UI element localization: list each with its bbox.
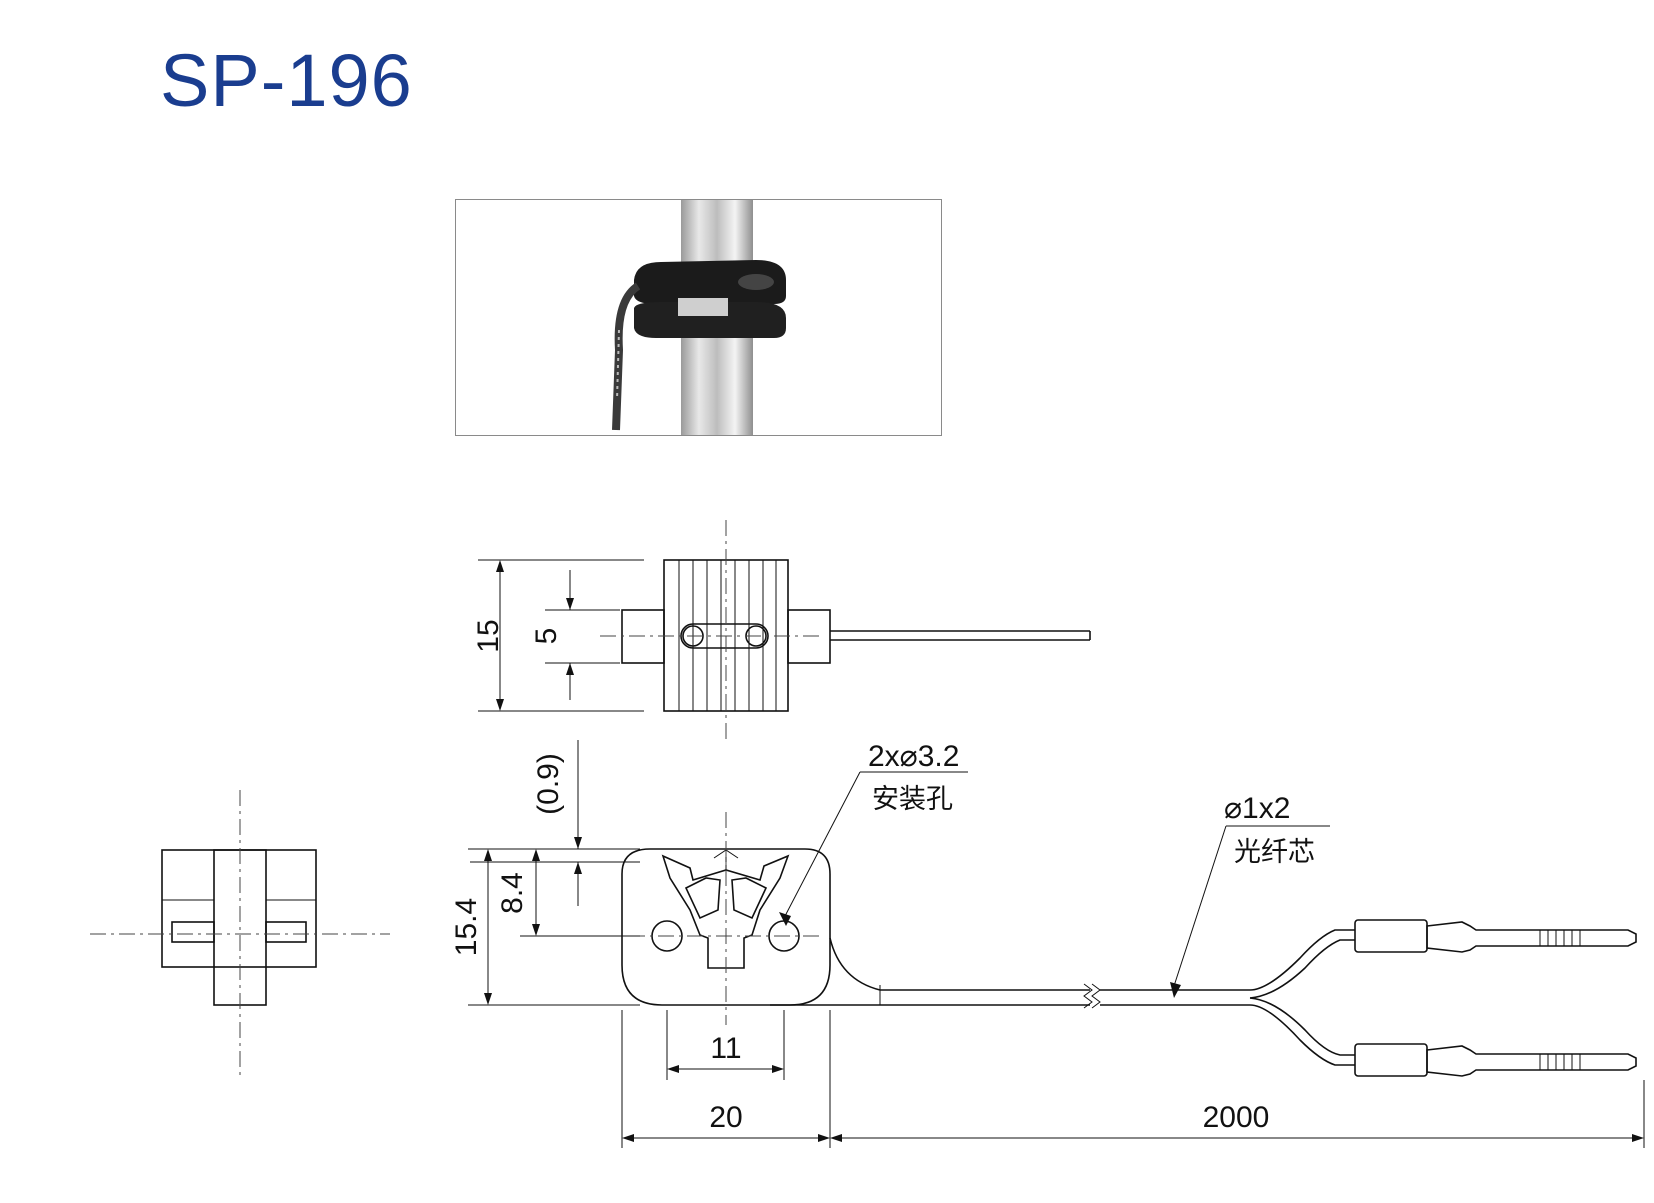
connector-upper-sleeve	[1354, 919, 1428, 953]
front-view: (0.9) 15.4 8.4 11 20 2000	[450, 740, 1645, 1148]
prism	[661, 854, 790, 969]
model-title: SP-196	[160, 39, 413, 122]
dim-hole-spacing: 11	[710, 1032, 741, 1065]
dim-body-width: 20	[709, 1101, 742, 1134]
callout-mount-label: 安装孔	[872, 784, 953, 815]
prism-right-face	[731, 877, 768, 920]
dim-body-height: 15.4	[450, 898, 483, 956]
prism-left-face	[684, 877, 721, 920]
top-view: 15 5	[472, 520, 1091, 740]
clamp-upper	[634, 260, 786, 304]
product-photo-image	[612, 200, 786, 435]
side-view-right-window	[265, 921, 307, 943]
side-view-body	[161, 849, 317, 968]
callout-fiber-label: 光纤芯	[1234, 837, 1315, 868]
dim-cable-length: 2000	[1203, 1101, 1270, 1134]
product-photo	[455, 199, 942, 436]
slot	[680, 623, 769, 649]
side-view	[90, 790, 390, 1080]
dim-top-height: 15	[472, 619, 505, 652]
side-view-left-window	[171, 921, 215, 943]
clamp-label	[678, 298, 728, 316]
clamp-lower	[634, 302, 786, 338]
connector-upper-ferrule	[1426, 921, 1637, 953]
connector-lower-ferrule	[1426, 1045, 1637, 1077]
dim-slot-width: 5	[530, 628, 563, 645]
connector-lower-sleeve	[1354, 1043, 1428, 1077]
callout-fiber-spec: ⌀1x2	[1224, 792, 1290, 825]
dim-gap: (0.9)	[532, 753, 565, 815]
cable	[612, 282, 641, 431]
dim-hole-height: 8.4	[496, 872, 529, 914]
cable-print	[616, 329, 620, 401]
clamp-ring	[738, 274, 774, 290]
callout-mount-spec: 2x⌀3.2	[868, 740, 959, 773]
